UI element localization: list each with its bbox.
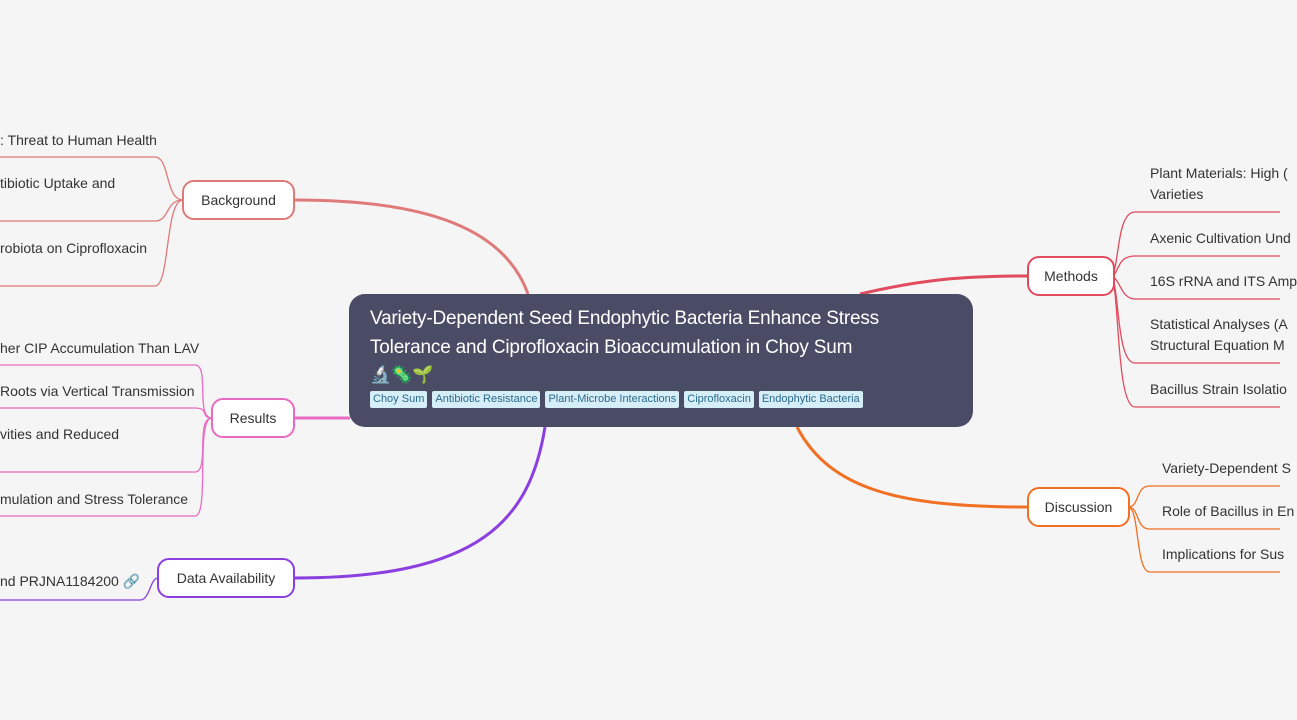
- leaf-methods-2[interactable]: Axenic Cultivation Und: [1150, 230, 1291, 246]
- central-emoji: 🔬🦠🌱: [370, 365, 434, 384]
- leaf-background-3[interactable]: robiota on Ciprofloxacin: [0, 240, 148, 256]
- connector-methods: [859, 274, 1029, 296]
- leaf-methods-4a[interactable]: Statistical Analyses (A: [1150, 316, 1288, 332]
- leaf-data-availability-1[interactable]: nd PRJNA1184200 🔗: [0, 573, 141, 589]
- central-topic-node[interactable]: Variety-Dependent Seed Endophytic Bacter…: [349, 294, 973, 427]
- branch-discussion[interactable]: Discussion: [1027, 487, 1130, 527]
- connector-leaf: [1127, 485, 1280, 508]
- connector-leaf: [0, 577, 159, 601]
- leaf-background-1[interactable]: : Threat to Human Health: [0, 132, 157, 148]
- connector-leaf: [0, 407, 213, 419]
- tag[interactable]: Endophytic Bacteria: [758, 391, 863, 408]
- branch-results[interactable]: Results: [211, 398, 295, 438]
- connector-discussion: [795, 426, 1029, 509]
- leaf-results-2[interactable]: Roots via Vertical Transmission: [0, 383, 195, 399]
- connector-leaf: [1127, 506, 1280, 573]
- connector-data-availability: [294, 426, 547, 580]
- branch-background[interactable]: Background: [182, 180, 295, 220]
- leaf-discussion-3[interactable]: Implications for Sus: [1162, 546, 1285, 562]
- branch-data-availability[interactable]: Data Availability: [157, 558, 295, 598]
- leaf-methods-1b[interactable]: Varieties: [1150, 186, 1204, 202]
- central-title-line1: Variety-Dependent Seed Endophytic Bacter…: [370, 308, 879, 329]
- connector-leaf: [0, 199, 184, 222]
- connector-background: [294, 198, 530, 295]
- tag[interactable]: Ciprofloxacin: [684, 391, 754, 408]
- leaf-methods-3[interactable]: 16S rRNA and ITS Amp: [1150, 273, 1297, 289]
- leaf-results-1[interactable]: her CIP Accumulation Than LAV: [0, 340, 200, 356]
- leaf-methods-1a[interactable]: Plant Materials: High (: [1150, 165, 1288, 181]
- leaf-methods-4b[interactable]: Structural Equation M: [1150, 337, 1285, 353]
- tag-list: Choy Sum Antibiotic Resistance Plant-Mic…: [370, 391, 953, 408]
- connector-leaf: [0, 156, 184, 201]
- tag[interactable]: Choy Sum: [370, 391, 428, 408]
- connector-leaf: [0, 199, 184, 287]
- tag[interactable]: Antibiotic Resistance: [432, 391, 541, 408]
- leaf-discussion-2[interactable]: Role of Bacillus in En: [1162, 503, 1295, 519]
- branch-methods[interactable]: Methods: [1027, 256, 1115, 296]
- leaf-discussion-1[interactable]: Variety-Dependent S: [1162, 460, 1291, 476]
- connector-leaf: [1127, 506, 1280, 530]
- connector-leaf: [0, 364, 213, 419]
- leaf-methods-5[interactable]: Bacillus Strain Isolatio: [1150, 381, 1287, 397]
- leaf-results-4[interactable]: mulation and Stress Tolerance: [0, 491, 189, 507]
- leaf-results-3[interactable]: vities and Reduced: [0, 426, 120, 442]
- central-title-line2: Tolerance and Ciprofloxacin Bioaccumulat…: [370, 337, 853, 358]
- connector-leaf: [0, 417, 213, 517]
- tag[interactable]: Plant-Microbe Interactions: [545, 391, 680, 408]
- leaf-background-2[interactable]: tibiotic Uptake and: [0, 175, 116, 191]
